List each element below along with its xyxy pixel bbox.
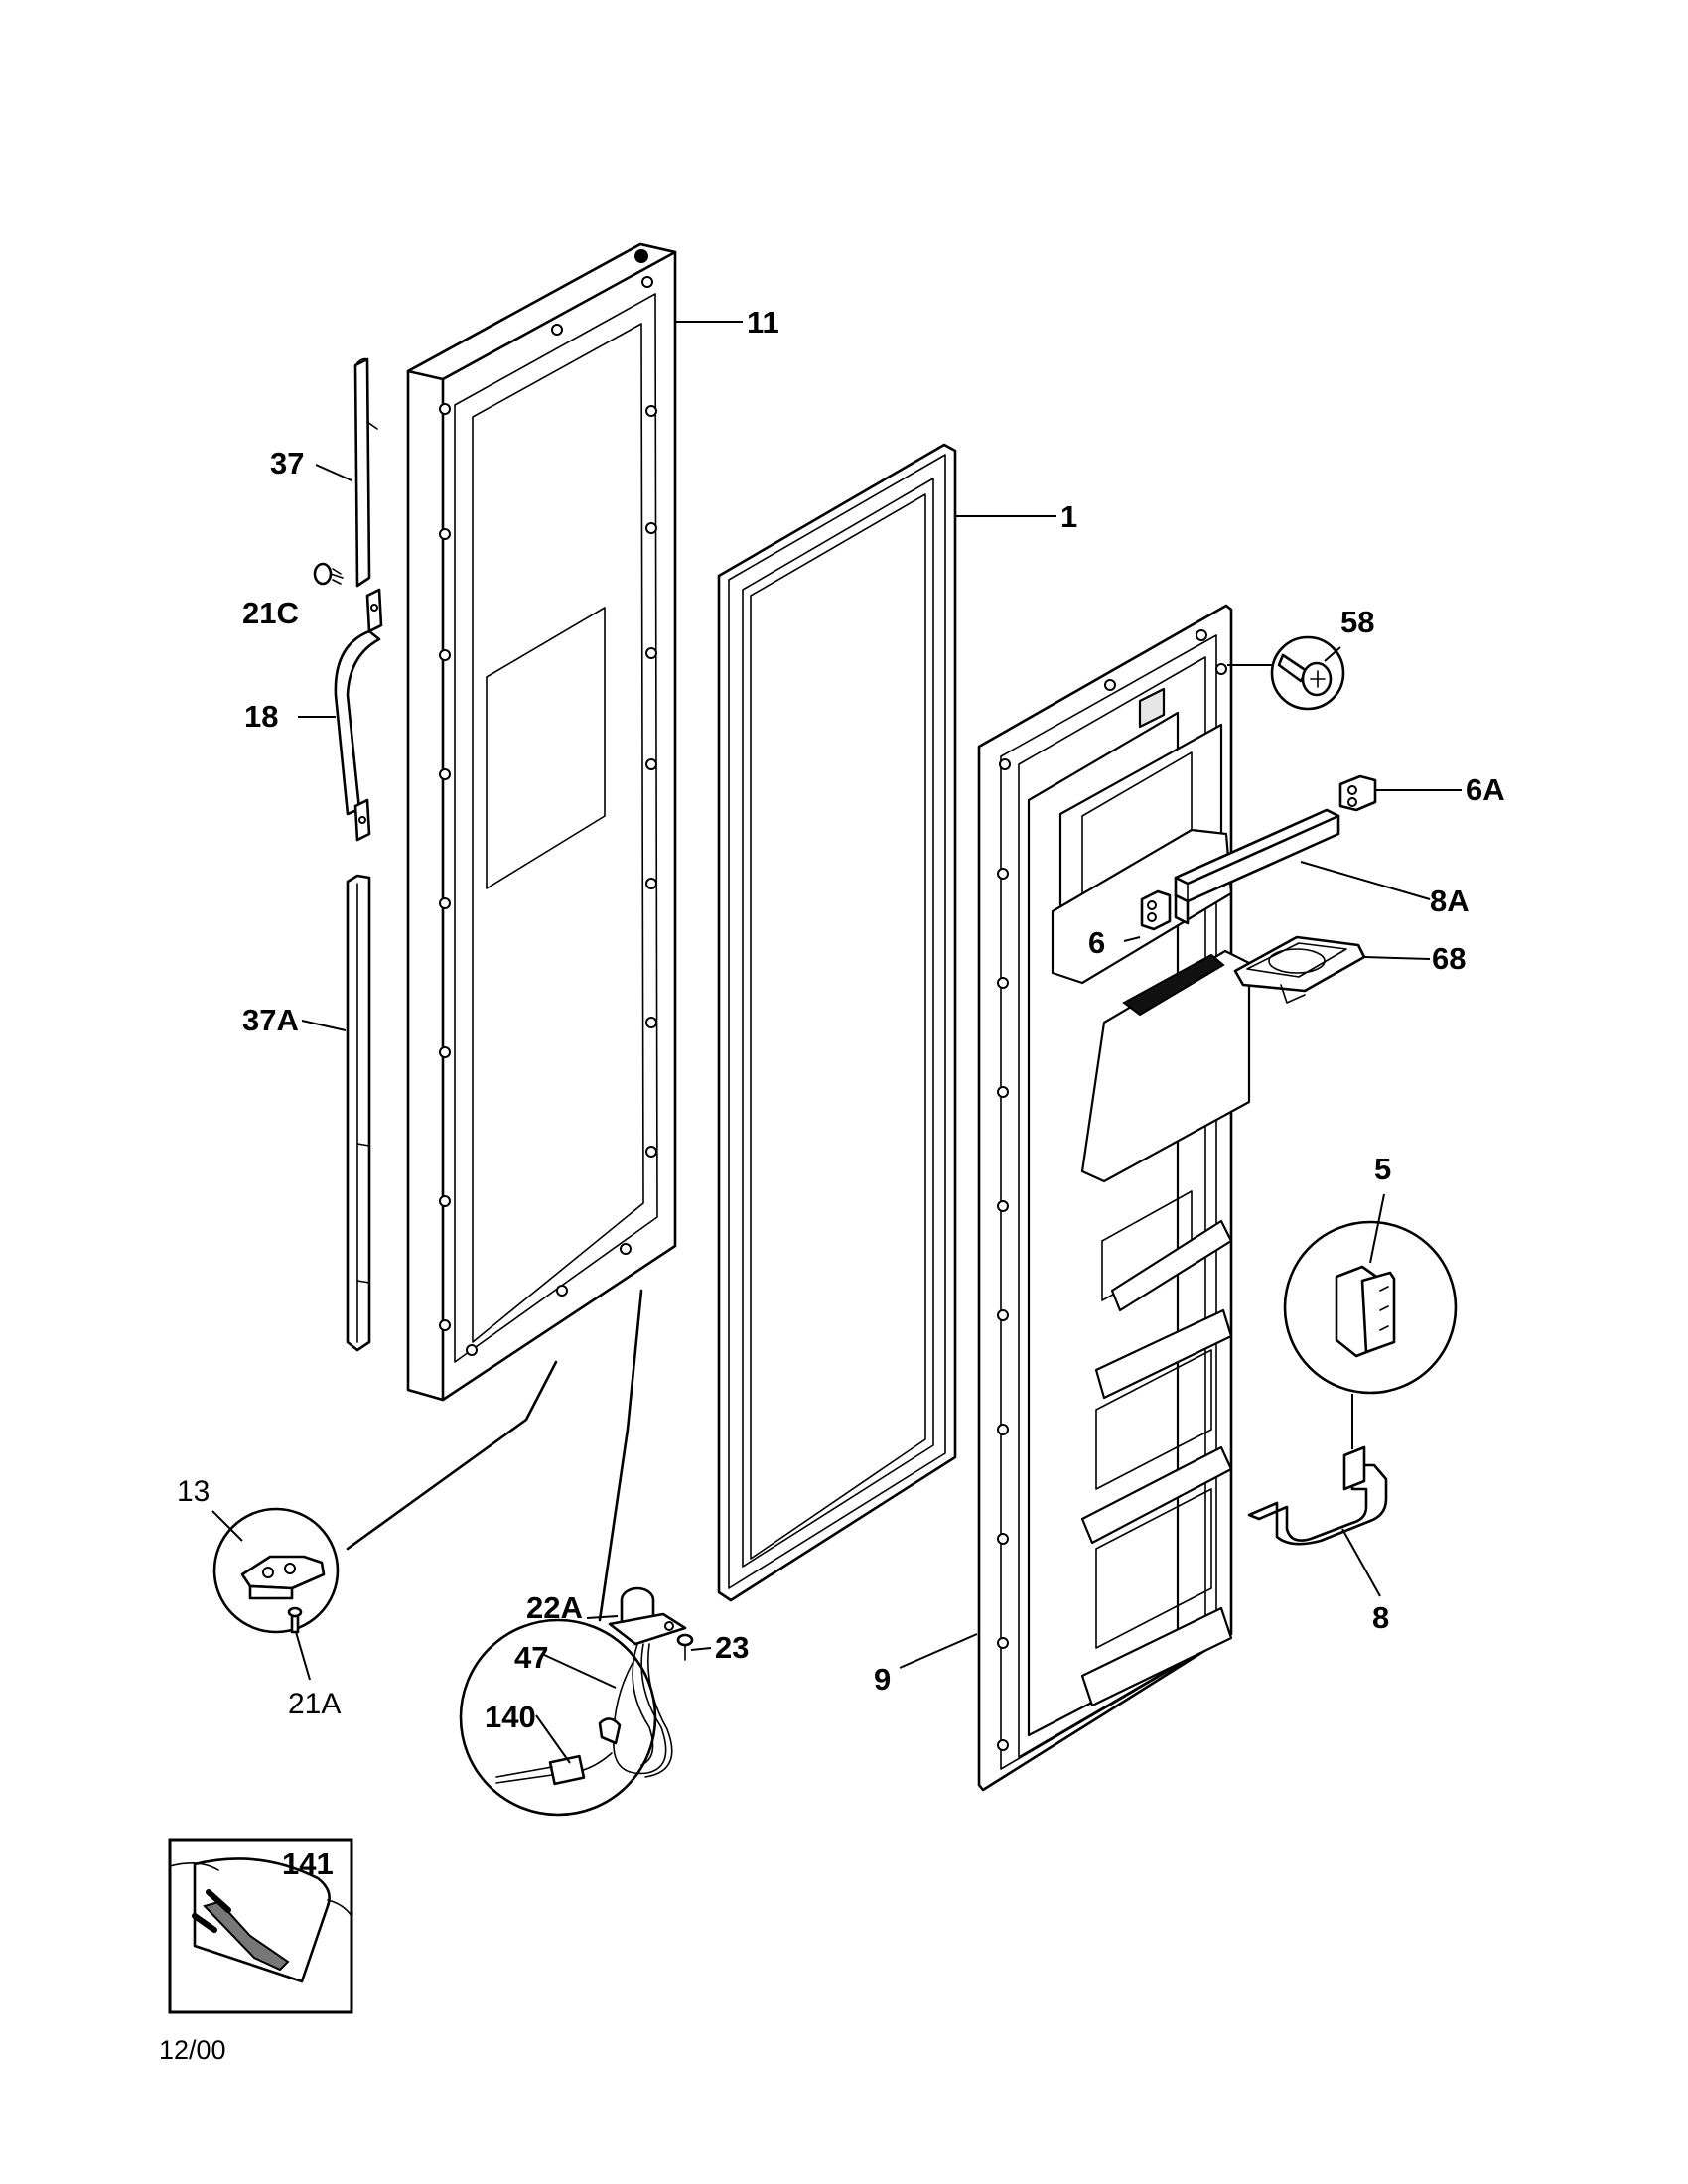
door-outer-panel — [406, 242, 677, 1402]
clip-6 — [1140, 889, 1172, 931]
wiring-detail — [459, 1586, 694, 1817]
dispenser-cover-68 — [1233, 935, 1366, 1004]
label-68: 68 — [1432, 941, 1466, 976]
label-9: 9 — [874, 1662, 891, 1697]
label-5: 5 — [1374, 1152, 1391, 1186]
label-22a: 22A — [526, 1590, 583, 1625]
handle-trim-lower — [346, 874, 371, 1352]
label-6: 6 — [1088, 925, 1105, 960]
label-47: 47 — [514, 1640, 548, 1675]
part-13-detail — [212, 1507, 340, 1634]
liner-screw-holes — [997, 629, 1227, 1751]
door-screw-holes — [439, 276, 657, 1356]
handle-trim-upper — [353, 357, 378, 588]
screw-21c — [313, 562, 344, 586]
leader-lines — [211, 321, 1462, 1764]
label-8: 8 — [1372, 1600, 1389, 1635]
label-37a: 37A — [242, 1003, 299, 1037]
label-58: 58 — [1340, 605, 1374, 639]
label-11: 11 — [747, 305, 779, 340]
revision-date: 12/00 — [159, 2035, 226, 2065]
bracket-8 — [1247, 1445, 1388, 1546]
door-gasket — [717, 443, 957, 1602]
label-141: 141 — [282, 1846, 334, 1881]
part-141-detail — [168, 1838, 353, 2014]
label-13: 13 — [177, 1475, 210, 1508]
clip-6a — [1338, 774, 1377, 812]
label-21c: 21C — [242, 596, 299, 630]
door-handle — [334, 588, 383, 842]
label-8a: 8A — [1430, 884, 1470, 918]
label-21a: 21A — [288, 1688, 341, 1720]
door-inner-liner — [977, 604, 1251, 1792]
label-37: 37 — [270, 446, 304, 480]
part-5-detail — [1283, 1220, 1458, 1395]
part-labels: 11 1 37 21C 18 37A 58 6A 8A 6 68 5 13 21… — [177, 305, 1505, 1881]
label-23: 23 — [715, 1630, 749, 1665]
bar-8a — [1174, 808, 1340, 925]
label-6a: 6A — [1466, 772, 1505, 807]
screw-23 — [676, 1633, 694, 1661]
label-140: 140 — [485, 1700, 536, 1734]
label-18: 18 — [244, 699, 278, 734]
label-1: 1 — [1060, 499, 1077, 534]
screw-58-detail — [1270, 635, 1345, 711]
